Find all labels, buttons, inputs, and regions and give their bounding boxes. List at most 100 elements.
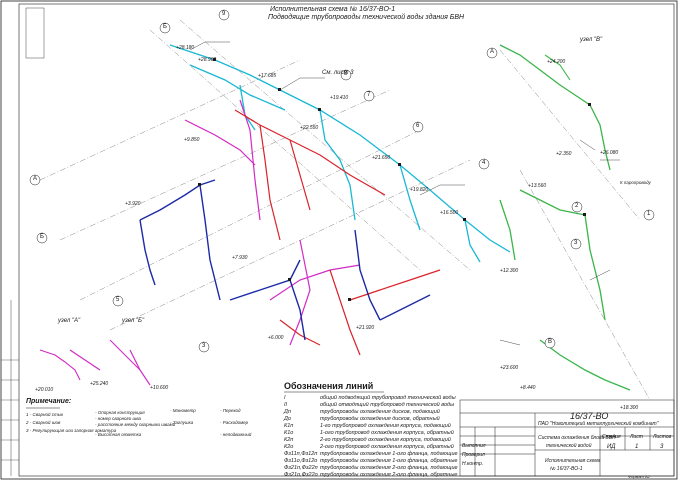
role-executed: Выполнил [462,443,486,449]
axis-bubble-1 [643,209,655,221]
axis-bubble-Bl [36,232,48,244]
elevation-label: +9.850 [184,137,200,143]
left-stamp-grid [1,359,19,461]
elevation-label: +19.410 [330,95,349,101]
drawing-subtitle: Подводящие трубопроводы технической воды… [268,14,465,21]
axis-bubbles [29,9,655,353]
axis-letter-2: 2 [575,203,579,209]
axis-letter-9: 9 [222,11,226,17]
legend-code: I [284,395,286,401]
elevation-label: +8.440 [520,385,536,391]
note-item: 3 - Регулирующая или запорная арматура [26,428,117,433]
legend-code: Дп [284,409,291,415]
elevation-label: +28.960 [198,57,217,63]
node-v-inset [544,54,571,81]
legend-code: II [284,402,288,408]
legend-code: Дo [284,416,291,422]
elevation-label: +28.180 [176,45,195,51]
elevation-label: +10.600 [150,385,169,391]
elevation-label: +7.930 [232,255,248,261]
legend-description: общий отводящий трубопровод технической … [320,402,455,408]
axis-bubble-3a [198,341,210,353]
elevation-label: +12.300 [500,268,519,274]
title-block-lines [459,399,675,477]
axis-bubble-7 [363,90,375,102]
legend-description: трубопроводы охлаждения дисков, подающий [320,409,440,415]
legend-code: Фз21о,Фз22о [284,472,318,478]
note-item: - Манометр [170,408,196,413]
note-item: - Опорная конструкция [95,410,145,415]
drawing-name: Исполнительная схема [545,458,601,464]
note-item: - Расходомер [220,420,249,425]
legend-description: трубопроводы охлаждения 1-ого фланца, по… [320,451,458,457]
elevation-label: +24.200 [547,59,566,65]
drawing-number: № 16/37-ВО-1 [550,466,583,472]
line-blue [139,179,431,341]
line-magenta [69,99,361,386]
axis-letter-3a: 3 [202,343,206,349]
axis-bubble-8 [340,69,352,81]
note-item: - Переход [220,408,241,413]
elevation-label: +2.350 [556,151,572,157]
axis-bubble-2 [571,201,583,213]
leader-lines [189,41,620,346]
note-item: - Высотная отметка [95,432,142,437]
legend-description: трубопроводы охлаждения 1-ого фланца, об… [320,458,458,464]
format-label: Формат А2 [628,474,650,479]
legend-code: К2п [284,437,294,443]
stage-header: Стадия [602,434,621,440]
elevation-label: +16.500 [440,210,459,216]
legend-code: К1п [284,423,294,429]
axis-letter-4: 4 [482,160,486,166]
elevation-label: +18.300 [620,405,639,411]
note-item: 2 - Сварной шов [26,420,61,425]
fittings [198,58,591,301]
axis-bubble-9 [218,9,230,21]
note-item: - неподвижный [220,432,252,437]
axis-bubble-6 [412,121,424,133]
axis-bubble-5 [112,295,124,307]
node-b-label: узел "Б" [122,318,145,324]
organization: ПАО "Новолипецкий металлургический комби… [538,421,659,427]
axis-bubble-A [29,174,41,186]
axis-bubble-Ar [486,47,498,59]
elevation-label: +21.650 [372,155,391,161]
legend-description: трубопроводы охлаждения дисков, обратный [320,416,440,422]
legend-code: К1о [284,430,294,436]
axis-grid [39,19,651,401]
elevation-label: +25.240 [90,381,109,387]
node-insets [39,339,141,381]
elevation-label: +3.920 [125,201,141,207]
legend-title: Обозначения линий [284,381,374,391]
node-v-label: узел "В" [580,37,603,43]
legend-code: Фз11п,Фз12п [284,451,318,457]
axis-letter-8: 8 [344,71,348,77]
axis-bubble-3 [570,238,582,250]
note-item: - номер сварного шва [95,416,141,421]
doc-code: 16/37-ВО [570,411,609,421]
legend-code: Фз11о,Фз12о [284,458,318,464]
legend-description: 1-ого трубопровод охлаждения корпуса, об… [320,430,454,436]
elevation-label: +20.010 [35,387,54,393]
sheet-ref-callout: См. лист 3 [322,70,354,76]
axis-bubble-4 [478,158,490,170]
legend-description: 2-го трубопровод охлаждения корпуса, под… [320,437,451,443]
elevation-label: +22.550 [300,125,319,131]
corner-stamp [25,7,45,59]
legend-description: трубопроводы охлаждения 2-ого фланца, об… [320,472,458,478]
axis-letter-Br: B [548,339,553,345]
legend-code: Фз21п,Фз22п [284,465,318,471]
drawing-title: Исполнительная схема № 16/37-ВО-1 [270,6,396,13]
axis-letter-3: 3 [574,240,578,246]
line-green [499,44,631,391]
line-red [234,109,441,356]
axis-letter-A: A [33,176,38,182]
sheets-header: Листов [653,434,672,440]
axis-letter-top: Б [163,24,167,30]
axis-letter-6: 6 [416,123,420,129]
system-name: Система охлаждения блока БВН [538,435,616,441]
sheets-value: 3 [660,444,664,450]
elevation-label: +13.560 [528,183,547,189]
